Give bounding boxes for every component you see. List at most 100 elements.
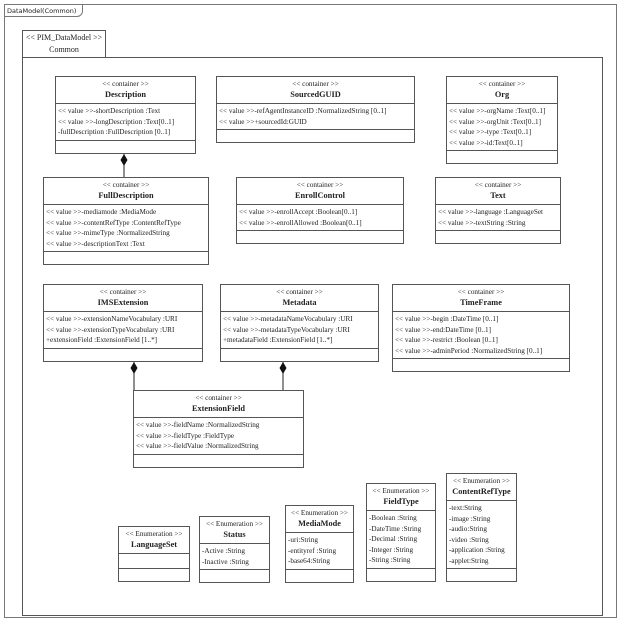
class-stereotype: << container >> [292, 80, 339, 88]
class-attribute: << value >>-restrict :Boolean [0..1] [395, 336, 498, 344]
class-fieldtype[interactable]: << Enumeration >> FieldType -Boolean :St… [366, 483, 436, 582]
class-attributes: << value >>-metadataNameVocabulary :URI<… [221, 312, 378, 349]
class-attribute: << value >>-orgUnit :Text[0..1] [449, 117, 542, 126]
class-name: Org [494, 90, 510, 99]
class-name: FullDescription [98, 191, 154, 200]
class-operations [367, 569, 435, 581]
class-attributes: -text:String -image :String -audio:String -… [447, 501, 516, 569]
class-attributes: -uri:String-entityref :String-base64:Str… [286, 533, 353, 570]
class-attribute: -video :String [449, 535, 489, 544]
class-operations [447, 569, 516, 581]
class-header: << container >> EnrollControl [237, 178, 403, 205]
class-attribute: -image :String [449, 514, 491, 523]
class-attribute: << value >>-shortDescription :Text [58, 107, 161, 115]
class-name: SourcedGUID [290, 90, 341, 99]
class-header: << Enumeration >> ContentRefType [447, 474, 516, 501]
package-stereotype: << PIM_DataModel >> [25, 33, 103, 42]
class-header: << Enumeration >> LanguageSet [119, 527, 189, 554]
class-attributes: << value >>-mediamode :MediaMode << value… [44, 205, 208, 252]
class-name: Metadata [282, 298, 317, 307]
class-name: MediaMode [298, 519, 341, 528]
class-header: << Enumeration >> FieldType [367, 484, 435, 511]
class-stereotype: << container >> [99, 288, 147, 296]
class-name: Text [490, 191, 506, 200]
class-header: << container >> Text [436, 178, 560, 205]
class-attribute: -text:String [449, 504, 482, 512]
class-header: << container >> IMSExtension [44, 285, 202, 312]
class-stereotype: << Enumeration >> [453, 477, 510, 485]
package-body [22, 57, 603, 616]
class-attributes: << value >>-enrollAccept :Boolean[0..1]<… [237, 205, 403, 231]
class-name: EnrollControl [295, 191, 345, 200]
class-stereotype: << container >> [276, 288, 323, 296]
class-stereotype: << container >> [102, 80, 149, 88]
class-name: LanguageSet [130, 540, 178, 549]
class-operations [237, 231, 403, 243]
class-contentreftype[interactable]: << Enumeration >> ContentRefType -text:S… [446, 473, 517, 582]
class-attribute: +extensionField :ExtensionField [1..*] [46, 336, 158, 344]
class-attributes [119, 554, 189, 569]
class-text[interactable]: << container >> Text << value >>-languag… [435, 177, 561, 244]
class-languageset[interactable]: << Enumeration >> LanguageSet [118, 526, 190, 582]
class-attribute: -application :String [449, 546, 505, 554]
class-attribute: << value >>-end:DateTime [0..1] [395, 325, 491, 334]
class-attribute: << value >>-begin :DateTime [0..1] [395, 315, 499, 323]
class-operations [221, 349, 378, 361]
class-attribute: << value >>-extensionNameVocabulary :URI [46, 315, 178, 323]
class-operations [134, 455, 303, 467]
class-enrollcontrol[interactable]: << container >> EnrollControl << value >… [236, 177, 404, 244]
class-attribute: << value >>-textString :String [438, 218, 526, 227]
class-attributes: -Active :String-Inactive :String [200, 544, 269, 570]
class-name: FieldType [383, 497, 419, 506]
class-stereotype: << container >> [457, 288, 505, 296]
class-attribute: << value >>-contentRefType :ContentRefTy… [46, 218, 181, 227]
class-operations [44, 252, 208, 264]
class-attribute: << value >>-adminPeriod :NormalizedStrin… [395, 346, 543, 355]
class-header: << container >> FullDescription [44, 178, 208, 205]
class-attribute: << value >>-id:Text[0..1] [449, 138, 523, 147]
class-attribute: -Boolean :String [369, 514, 417, 522]
class-stereotype: << container >> [296, 181, 344, 189]
class-attribute: -base64:String [288, 557, 330, 565]
class-attribute: << value >>-enrollAllowed :Boolean[0..1] [239, 218, 362, 227]
package-name: Common [49, 45, 79, 54]
class-extensionfield[interactable]: << container >> ExtensionField << value … [133, 390, 304, 468]
class-header: << Enumeration >> MediaMode [286, 506, 353, 533]
class-header: << container >> Org [447, 77, 557, 104]
class-attribute: << value >>-language :LanguageSet [438, 208, 544, 216]
class-attributes: << value >>-fieldName :NormalizedString<… [134, 418, 303, 455]
class-status[interactable]: << Enumeration >> Status -Active :String… [199, 516, 270, 583]
class-attribute: << value >>-orgName :Text[0..1] [449, 107, 546, 115]
class-fulldescription[interactable]: << container >> FullDescription << value… [43, 177, 209, 265]
class-attribute: -String :String [369, 556, 411, 564]
class-attributes: -Boolean :String-DateTime :String-Decima… [367, 511, 435, 569]
class-operations [119, 569, 189, 581]
class-attribute: << value >>-fieldName :NormalizedString [136, 421, 260, 429]
class-org[interactable]: << container >> Org << value >>-orgName … [446, 76, 558, 164]
class-attribute: -uri:String [288, 536, 318, 544]
class-header: << container >> Metadata [221, 285, 378, 312]
class-sourcedguid[interactable]: << container >> SourcedGUID << value >>-… [216, 76, 415, 143]
class-attribute: << value >>-mediamode :MediaMode [46, 208, 157, 216]
class-attribute: -fullDescription :FullDescription [0..1] [58, 128, 171, 136]
class-mediamode[interactable]: << Enumeration >> MediaMode -uri:String-… [285, 505, 354, 583]
class-attribute: -Integer :String [369, 545, 414, 554]
class-stereotype: << container >> [474, 181, 522, 189]
class-attribute: -Active :String [202, 547, 245, 555]
class-timeframe[interactable]: << container >> TimeFrame << value >>-be… [392, 284, 570, 372]
class-attributes: << value >>-extensionNameVocabulary :URI… [44, 312, 202, 349]
class-attribute: << value >>-refAgentInstanceID :Normaliz… [219, 107, 387, 115]
class-attribute: << value >>-mimeType :NormalizedString [46, 229, 170, 237]
class-description[interactable]: << container >> Description << value >>-… [55, 76, 196, 154]
class-name: IMSExtension [97, 298, 149, 307]
class-header: << container >> ExtensionField [134, 391, 303, 418]
class-attribute: -audio:String [449, 525, 487, 533]
class-attribute: << value >>-metadataNameVocabulary :URI [223, 315, 353, 323]
class-metadata[interactable]: << container >> Metadata << value >>-met… [220, 284, 379, 362]
class-attributes: << value >>-orgName :Text[0..1] << value … [447, 104, 557, 151]
class-operations [217, 130, 414, 142]
class-imsextension[interactable]: << container >> IMSExtension << value >>… [43, 284, 203, 362]
class-name: Description [104, 90, 147, 99]
diagram-frame-title: DataModel(Common) [4, 4, 84, 17]
